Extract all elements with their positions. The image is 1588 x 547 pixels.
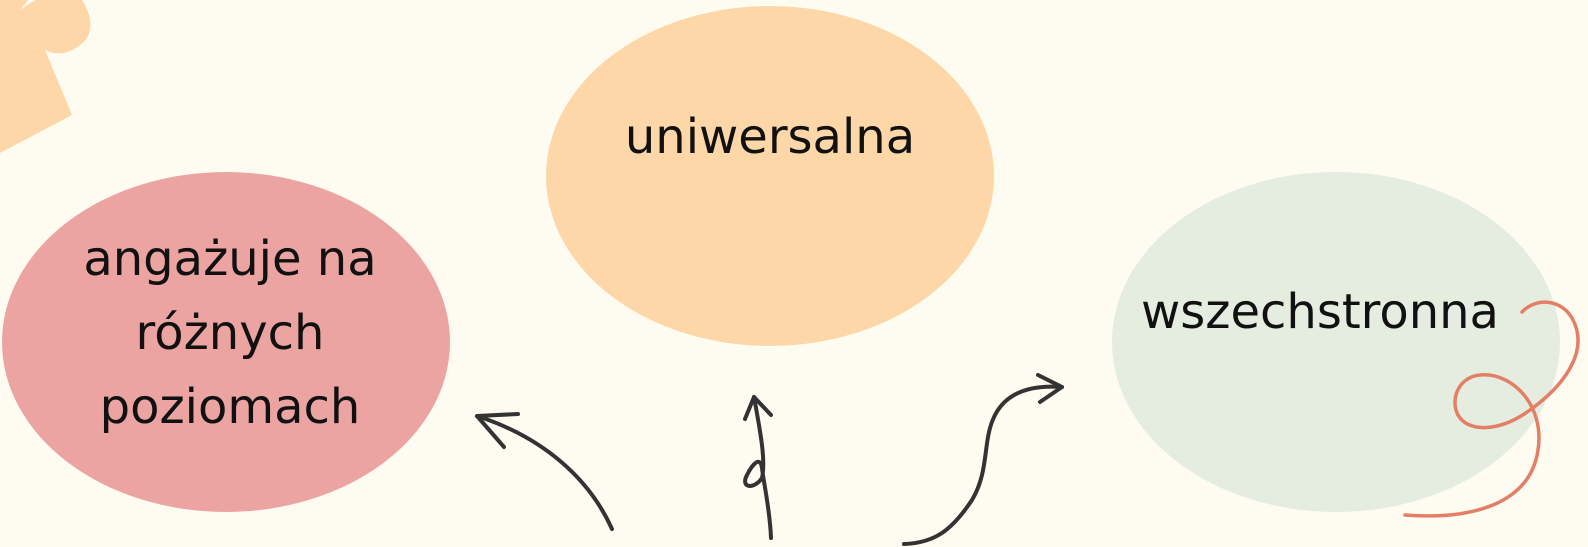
node-label-left: angażuje na różnych poziomach (40, 222, 420, 444)
node-ellipse-left (2, 172, 450, 512)
swirl-decoration (1403, 300, 1580, 518)
corner-decoration (0, 0, 91, 153)
node-ellipse-right (1112, 172, 1560, 512)
node-label-right: wszechstronna (1115, 275, 1525, 349)
node-ellipse-top (546, 6, 994, 346)
arrow-to-right (902, 373, 1064, 546)
arrow-to-left (475, 412, 614, 531)
node-text-right: wszechstronna (1141, 284, 1499, 340)
node-text-left: angażuje na różnych poziomach (83, 231, 377, 435)
node-label-top: uniwersalna (560, 100, 980, 174)
node-text-top: uniwersalna (624, 109, 916, 165)
arrow-to-top (743, 395, 773, 540)
